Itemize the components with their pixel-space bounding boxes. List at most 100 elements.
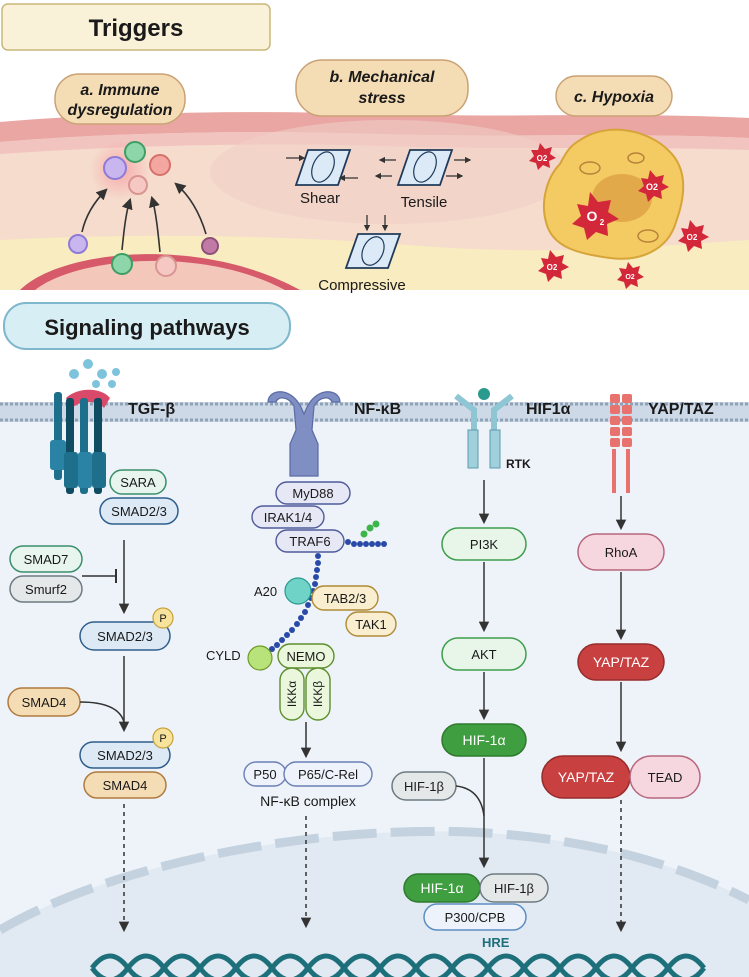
- signaling-title: Signaling pathways: [44, 315, 249, 340]
- trigger-a-line1: a. Immune: [80, 82, 159, 99]
- trigger-c-label: c. Hypoxia: [574, 89, 654, 106]
- hif1a-node: [441, 723, 527, 757]
- o2-star-1: O2: [529, 143, 556, 170]
- tak1-label: TAK1: [355, 617, 387, 632]
- ligand-dot: [108, 380, 116, 388]
- nemo-label: NEMO: [287, 649, 326, 664]
- p65-node: [283, 761, 373, 787]
- ligand-dot: [112, 368, 120, 376]
- svg-text:O2: O2: [547, 263, 558, 272]
- svg-text:O: O: [587, 208, 598, 224]
- ikka-label: IKKα: [285, 681, 299, 707]
- traf6-label: TRAF6: [289, 534, 330, 549]
- phospho-label-2: P: [159, 733, 166, 745]
- migration-arrow-2: [121, 197, 133, 251]
- phospho-badge-1: [152, 607, 174, 629]
- yap-taz-label-1: YAP/TAZ: [593, 654, 650, 670]
- yap-taz-node-1: [577, 643, 665, 681]
- cell-membrane: [0, 402, 749, 422]
- immune-cell-pink: [128, 175, 148, 195]
- tgf-receptor-kinase: [92, 452, 106, 488]
- dna-strand-1: [90, 953, 706, 977]
- sara-label: SARA: [120, 475, 156, 490]
- akt-label: AKT: [471, 647, 496, 662]
- p300-label: P300/CPB: [445, 910, 506, 925]
- hif1a-nuclear-label: HIF-1α: [420, 880, 463, 896]
- compressive-element: [344, 215, 402, 269]
- triggers-section: Triggers a. Immune dysregulation b. Mech…: [0, 3, 749, 294]
- tlr-receptor: [267, 391, 341, 477]
- svg-text:O2: O2: [537, 154, 548, 163]
- rtk-label: RTK: [506, 457, 531, 471]
- tab23-node: [311, 585, 379, 611]
- pi3k-node: [441, 527, 527, 561]
- tensile-label: Tensile: [401, 194, 448, 211]
- yap-taz-label-2: YAP/TAZ: [558, 769, 615, 785]
- ligand-dot: [83, 359, 93, 369]
- tead-node: [629, 755, 701, 799]
- nfkb-pathway: NF-κB MyD88 IRAK1/4 TRAF6: [206, 391, 401, 929]
- smad23-node-2: [79, 621, 171, 651]
- cyld-enzyme: [247, 645, 273, 671]
- irak-label: IRAK1/4: [264, 510, 312, 525]
- shear-element: [286, 149, 358, 186]
- phospho-badge-2: [152, 727, 174, 749]
- p300-node: [423, 903, 527, 931]
- tgf-receptor-kinase: [78, 452, 92, 488]
- hif1a-pathway: HIF1α RTK PI3K AKT HIF-1α HIF-1β HIF-1α …: [391, 388, 571, 950]
- shear-label: Shear: [300, 190, 340, 207]
- rtk-receptor: [467, 429, 479, 469]
- vessel-cell-purple: [68, 234, 88, 254]
- nfkb-title: NF-κB: [354, 401, 401, 418]
- smurf2-label: Smurf2: [25, 582, 67, 597]
- o2-star-4: O2: [538, 250, 569, 282]
- nuclear-envelope: [0, 826, 749, 934]
- p50-label: P50: [253, 767, 276, 782]
- smad4-label-1: SMAD4: [22, 695, 67, 710]
- nfkb-complex-label: NF-κB complex: [260, 793, 356, 809]
- rhoa-label: RhoA: [605, 545, 638, 560]
- yap-taz-pathway: YAP/TAZ RhoA YAP/TAZ YAP/TAZ TEAD: [541, 394, 714, 933]
- signaling-title-box: [3, 302, 291, 350]
- smad23-label-1: SMAD2/3: [111, 504, 167, 519]
- smad4-join-line: [79, 701, 125, 723]
- tensile-element: [374, 149, 472, 186]
- smad23-label-3: SMAD2/3: [97, 748, 153, 763]
- hif1b-nuclear-node: [479, 873, 549, 903]
- cyld-label: CYLD: [206, 648, 241, 663]
- trigger-a-line2: dysregulation: [68, 102, 173, 119]
- mitochondrion-2: [637, 229, 659, 243]
- migration-arrow-4: [174, 182, 207, 235]
- compressive-label: Compressive: [318, 277, 406, 294]
- hif1b-nuclear-label: HIF-1β: [494, 881, 534, 896]
- nemo-node: [277, 643, 335, 669]
- tgf-beta-pathway: TGF-β SARA SMAD2/3 SMAD7 Smurf2 SMAD2/3 …: [7, 359, 179, 933]
- smad4-node-2: [83, 771, 167, 799]
- triggers-title-box: [1, 3, 271, 51]
- smad4-label-2: SMAD4: [103, 778, 148, 793]
- yap-taz-title: YAP/TAZ: [648, 401, 714, 418]
- trigger-c-badge: [555, 75, 673, 117]
- trigger-b-line1: b. Mechanical: [330, 69, 435, 86]
- mitochondrion-3: [627, 152, 645, 164]
- rtk-receptor: [489, 429, 501, 469]
- yap-receptor: [610, 394, 632, 493]
- o2-star-3: O2: [678, 220, 709, 252]
- a20-enzyme: [284, 577, 312, 605]
- irak-node: [251, 505, 325, 529]
- vessel-cell-magenta: [201, 237, 219, 255]
- trigger-b-line2: stress: [358, 90, 405, 107]
- hif1a-label: HIF-1α: [462, 732, 505, 748]
- akt-node: [441, 637, 527, 671]
- smad7-node: [9, 545, 83, 573]
- ubiquitin-chain: [269, 520, 387, 652]
- tgf-receptor-kinase: [64, 452, 78, 488]
- tab23-label: TAB2/3: [324, 591, 366, 606]
- ikka-node: [279, 667, 305, 721]
- svg-text:2: 2: [600, 218, 605, 227]
- tead-label: TEAD: [648, 770, 683, 785]
- phospho-label-1: P: [159, 613, 166, 625]
- trigger-b-badge: [295, 59, 469, 117]
